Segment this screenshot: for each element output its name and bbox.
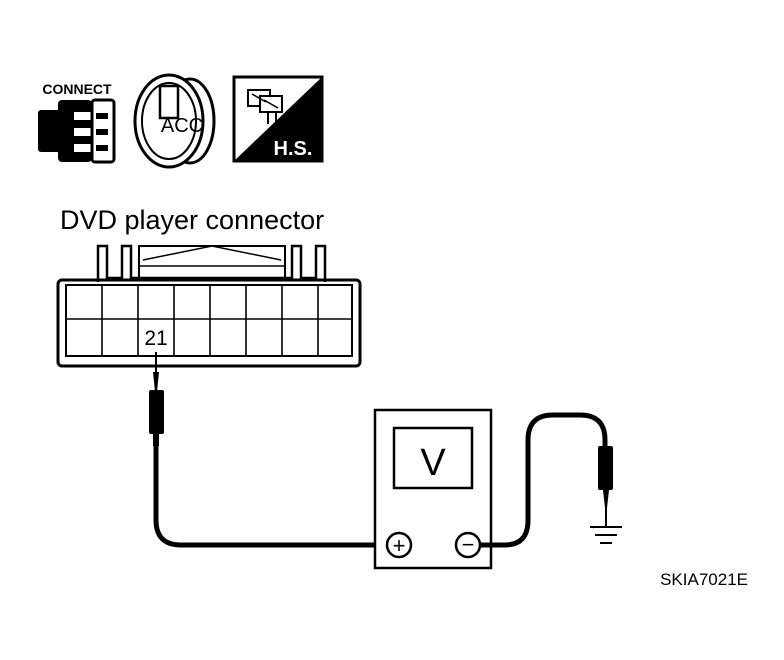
positive-symbol: + — [393, 533, 406, 558]
negative-lead-wire — [480, 412, 608, 548]
harness-hs-icon: H.S. — [232, 75, 324, 163]
voltmeter: V + − — [373, 408, 493, 570]
positive-terminal — [385, 531, 413, 559]
negative-probe — [598, 446, 613, 526]
acc-label: ACC — [161, 115, 203, 137]
pin-21-label: 21 — [144, 327, 167, 350]
positive-probe — [149, 352, 164, 446]
connector-cavity-grid — [66, 285, 352, 356]
connect-label: CONNECT — [42, 81, 112, 97]
figure-code: SKIA7021E — [660, 570, 748, 589]
dvd-player-connector — [56, 244, 362, 368]
connect-icon: CONNECT — [38, 81, 116, 164]
ignition-acc-icon: ACC — [133, 73, 216, 169]
hs-label: H.S. — [274, 138, 313, 160]
positive-lead-wire — [153, 446, 387, 548]
ground-symbol — [590, 526, 622, 544]
voltmeter-display — [392, 426, 474, 490]
connector-title: DVD player connector — [60, 205, 324, 235]
negative-symbol: − — [462, 532, 475, 557]
voltmeter-reading: V — [420, 442, 446, 484]
